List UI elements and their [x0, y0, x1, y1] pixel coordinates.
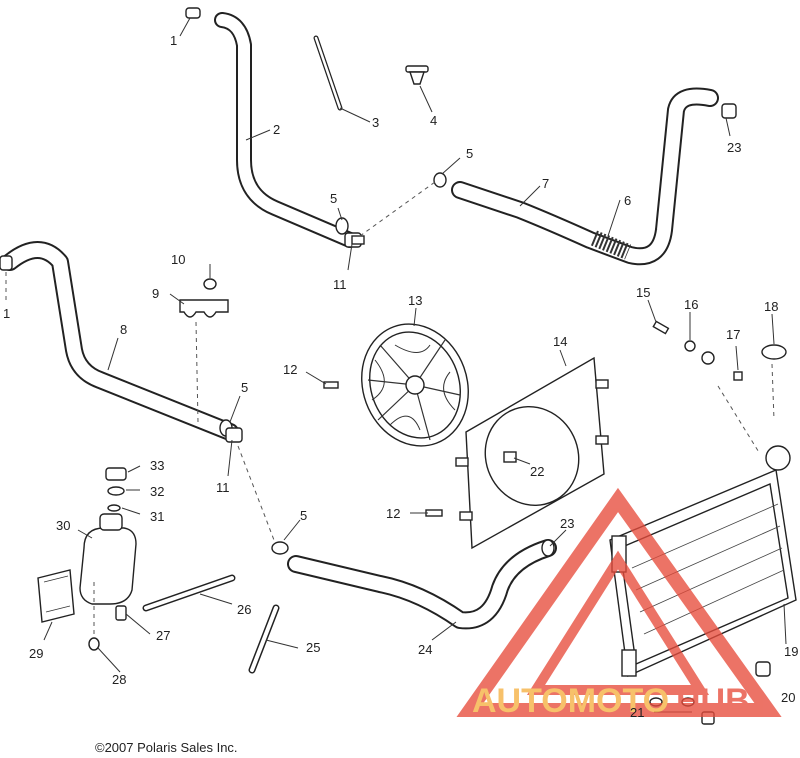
fitting-11-top — [344, 232, 365, 248]
clamp-23-bottom — [541, 539, 555, 557]
callout-16: 16 — [684, 297, 698, 312]
radiator-19 — [609, 445, 797, 678]
callout-25: 25 — [306, 640, 320, 655]
callout-5-top: 5 — [330, 191, 337, 206]
bolt-15 — [652, 320, 670, 335]
watermark-triangle — [456, 487, 782, 717]
fan-13 — [361, 323, 469, 447]
callout-27: 27 — [156, 628, 170, 643]
hose-8 — [1, 241, 239, 441]
shroud-14 — [455, 356, 609, 550]
fitting-27 — [115, 605, 127, 621]
dash-line-c — [359, 181, 436, 237]
clamp-5-bottom — [271, 541, 289, 555]
cap-33 — [105, 467, 127, 481]
hose-24 — [287, 539, 557, 630]
callout-7: 7 — [542, 176, 549, 191]
callout-31: 31 — [150, 509, 164, 524]
push-rivet-4 — [405, 65, 429, 85]
tube-3 — [313, 35, 343, 111]
reservoir-30 — [79, 513, 137, 605]
callout-11-left: 11 — [216, 480, 230, 495]
callout-26: 26 — [237, 602, 251, 617]
watermark-text-a: AUTOMOTO — [472, 682, 669, 720]
callout-5-left: 5 — [241, 380, 248, 395]
clamp-5-right — [433, 172, 447, 188]
callout-18: 18 — [764, 299, 778, 314]
callout-5-bottom: 5 — [300, 508, 307, 523]
bolt-12-upper — [323, 381, 339, 389]
callout-32: 32 — [150, 484, 164, 499]
callout-12-upper: 12 — [283, 362, 297, 377]
callout-labels: 1 1 2 3 4 5 5 5 5 6 7 8 9 10 11 11 12 12… — [3, 33, 798, 720]
tube-25 — [248, 604, 280, 674]
callout-13: 13 — [408, 293, 422, 308]
washer-16 — [684, 340, 715, 365]
plug-28 — [88, 637, 100, 651]
hose-7 — [451, 87, 719, 266]
mount-20 — [755, 661, 771, 677]
callout-11-top: 11 — [333, 277, 347, 292]
callout-10: 10 — [171, 252, 185, 267]
callout-30: 30 — [56, 518, 70, 533]
callout-24: 24 — [418, 642, 432, 657]
callout-5-right: 5 — [466, 146, 473, 161]
callout-1-top: 1 — [170, 33, 177, 48]
clamp-23-top — [721, 103, 737, 119]
callout-2: 2 — [273, 122, 280, 137]
bracket-9 — [179, 299, 229, 318]
callout-12-lower: 12 — [386, 506, 400, 521]
seal-32 — [107, 486, 125, 496]
leader-lines — [43, 17, 787, 713]
bolt-12-lower — [425, 509, 443, 517]
callout-15: 15 — [636, 285, 650, 300]
callout-4: 4 — [430, 113, 437, 128]
nut-22 — [503, 451, 517, 463]
callout-3: 3 — [372, 115, 379, 130]
callout-14: 14 — [553, 334, 567, 349]
callout-23-top: 23 — [727, 140, 741, 155]
bracket-29 — [37, 569, 75, 623]
dash-line-f — [771, 363, 775, 421]
dash-line-e — [717, 385, 761, 455]
nut-17 — [733, 371, 743, 381]
copyright-notice: ©2007 Polaris Sales Inc. — [95, 740, 238, 755]
callout-23-bottom: 23 — [560, 516, 574, 531]
dash-line-d — [237, 445, 275, 541]
callout-29: 29 — [29, 646, 43, 661]
grommet-10 — [203, 278, 217, 290]
callout-20: 20 — [781, 690, 795, 705]
callout-33: 33 — [150, 458, 164, 473]
fitting-11-left — [225, 427, 243, 443]
hose-2 — [214, 12, 358, 248]
watermark-text-b: HUB — [676, 682, 750, 720]
callout-28: 28 — [112, 672, 126, 687]
callout-21: 21 — [630, 705, 644, 720]
clamp-5-top — [335, 217, 349, 235]
callout-1-left: 1 — [3, 306, 10, 321]
callout-6: 6 — [624, 193, 631, 208]
watermark-logo: AUTOMOTO HUB — [456, 487, 782, 720]
cap-18 — [761, 344, 787, 360]
callout-8: 8 — [120, 322, 127, 337]
callout-22: 22 — [530, 464, 544, 479]
callout-9: 9 — [152, 286, 159, 301]
callout-17: 17 — [726, 327, 740, 342]
clamp-1-left — [0, 255, 13, 271]
clamp-1-top — [185, 7, 201, 19]
ring-31 — [107, 504, 121, 512]
callout-19: 19 — [784, 644, 798, 659]
tube-26 — [142, 574, 236, 612]
dash-line-b — [195, 321, 199, 423]
